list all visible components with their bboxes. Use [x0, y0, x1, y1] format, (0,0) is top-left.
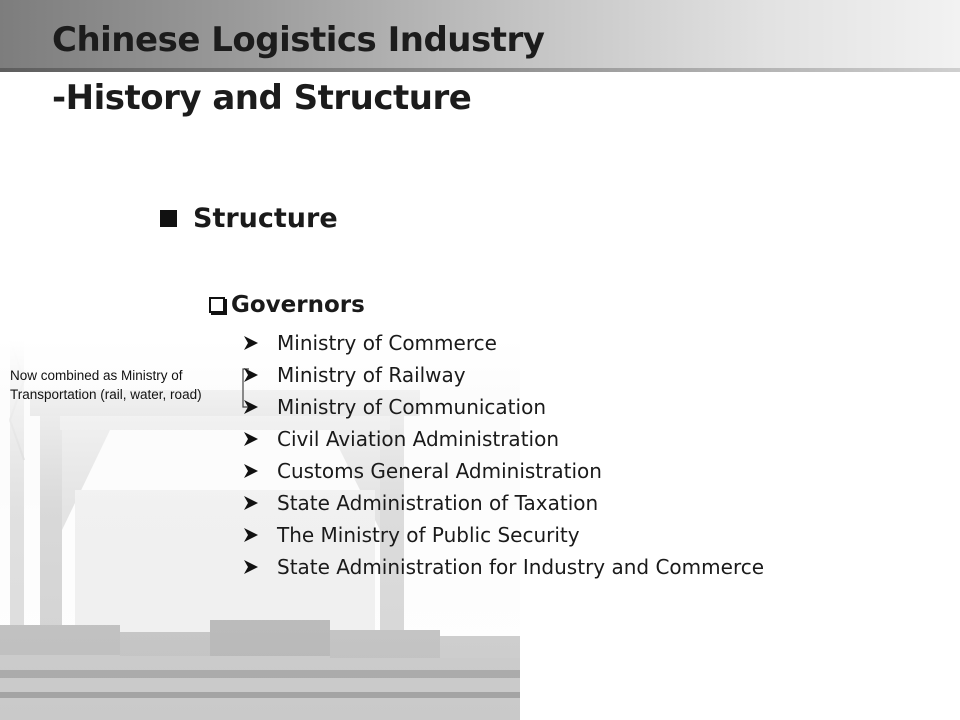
arrow-bullet-icon — [244, 336, 258, 350]
port-crane-background-image — [0, 340, 520, 720]
slide-title-line-1: Chinese Logistics Industry — [52, 20, 545, 60]
list-item: Ministry of Railway — [242, 359, 764, 391]
square-bullet-icon — [160, 210, 177, 227]
subsection-heading: Governors — [209, 292, 365, 318]
governor-label: State Administration for Industry and Co… — [277, 555, 765, 579]
side-note: Now combined as Ministry of Transportati… — [10, 368, 202, 402]
list-item: State Administration of Taxation — [242, 487, 764, 519]
box-bullet-icon — [209, 297, 225, 313]
governor-label: The Ministry of Public Security — [277, 523, 580, 547]
arrow-bullet-icon — [244, 368, 258, 382]
list-item: Civil Aviation Administration — [242, 423, 764, 455]
section-label: Structure — [193, 203, 338, 234]
list-item: The Ministry of Public Security — [242, 519, 764, 551]
subsection-label: Governors — [231, 292, 365, 318]
arrow-bullet-icon — [244, 528, 258, 542]
list-item: Ministry of Commerce — [242, 327, 764, 359]
header-bar — [0, 0, 960, 72]
governor-label: State Administration of Taxation — [277, 491, 599, 515]
section-heading: Structure — [160, 203, 338, 234]
arrow-bullet-icon — [244, 496, 258, 510]
list-item: Customs General Administration — [242, 455, 764, 487]
arrow-bullet-icon — [244, 464, 258, 478]
governor-label: Ministry of Railway — [277, 363, 466, 387]
governor-label: Civil Aviation Administration — [277, 427, 560, 451]
governor-label: Customs General Administration — [277, 459, 602, 483]
list-item: Ministry of Communication — [242, 391, 764, 423]
governor-label: Ministry of Commerce — [277, 331, 497, 355]
arrow-bullet-icon — [244, 432, 258, 446]
arrow-bullet-icon — [244, 400, 258, 414]
arrow-bullet-icon — [244, 560, 258, 574]
slide-title-line-2: -History and Structure — [52, 78, 472, 118]
governor-label: Ministry of Communication — [277, 395, 546, 419]
governors-list: Ministry of Commerce Ministry of Railway… — [242, 327, 764, 583]
list-item: State Administration for Industry and Co… — [242, 551, 764, 583]
